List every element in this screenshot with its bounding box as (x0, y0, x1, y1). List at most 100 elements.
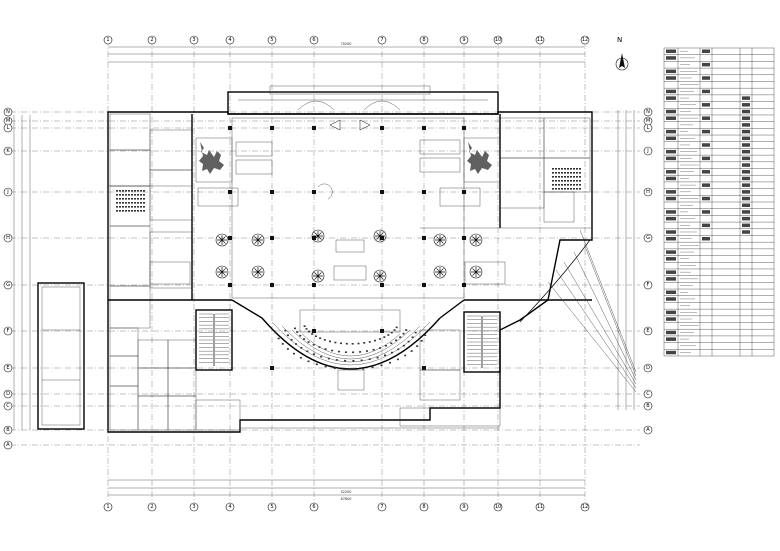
column (380, 126, 384, 130)
seat (143, 190, 145, 192)
dimension-text: 70200 52200 67600 (341, 42, 352, 501)
axis-bubble: H (643, 187, 653, 197)
right-ramp (519, 229, 637, 393)
schedule-code (702, 170, 710, 174)
axis-bubble: 6 (309, 502, 319, 512)
schedule-code (742, 196, 750, 201)
axis-bubble: L (3, 123, 13, 133)
seat (134, 210, 136, 212)
planter (469, 233, 483, 247)
axis-bubble: 6 (309, 35, 319, 45)
axis-bubble: 12 (580, 35, 590, 45)
schedule-code (666, 230, 676, 234)
seat (558, 172, 560, 174)
right-wing-rooms (419, 114, 592, 401)
seat (564, 184, 566, 186)
seat (552, 180, 554, 182)
axis-bubble: A (643, 425, 653, 435)
schedule-code (666, 236, 676, 241)
axis-bubble: F (643, 280, 653, 290)
axis-bubble: G (643, 233, 653, 243)
planter (251, 233, 265, 247)
seat (293, 327, 296, 330)
seat (324, 365, 327, 368)
axis-label: B (6, 427, 10, 433)
garden-left (195, 137, 273, 183)
seat (570, 188, 572, 190)
seat (303, 325, 306, 327)
axis-bubble: J (643, 146, 653, 156)
planter (251, 265, 265, 279)
schedule-code (742, 183, 750, 187)
right-dimension-lines (617, 110, 635, 410)
seat (143, 202, 145, 204)
axis-bubble: G (3, 280, 13, 290)
axis-label: 12 (582, 504, 588, 510)
seat (387, 334, 390, 336)
seat (352, 359, 355, 362)
seat (335, 359, 338, 361)
schedule-code (666, 270, 676, 274)
axis-label: A (6, 442, 10, 448)
axis-bubble: 9 (459, 35, 469, 45)
seat (327, 357, 330, 360)
seat (402, 332, 405, 335)
seat (420, 340, 423, 342)
axis-bubble: B (643, 401, 653, 411)
seat (140, 210, 142, 212)
schedule-code (702, 210, 710, 214)
column (312, 236, 316, 240)
column (380, 236, 384, 240)
column (462, 126, 466, 130)
axis-bubble: E (3, 363, 13, 373)
seat (125, 202, 127, 204)
planter (373, 269, 387, 283)
seat (125, 198, 127, 200)
schedule-code (666, 257, 676, 261)
axis-bubble: H (3, 233, 13, 243)
axis-label: 5 (270, 37, 273, 43)
seat (125, 194, 127, 196)
seat (303, 338, 306, 340)
seat (395, 326, 398, 329)
left-stair (195, 309, 233, 371)
seat (119, 210, 121, 212)
schedule-code (666, 330, 676, 335)
seat (561, 168, 563, 170)
axis-label: 10 (495, 37, 501, 43)
schedule-code (702, 89, 710, 94)
axis-label: 9 (462, 37, 465, 43)
schedule-code (742, 96, 750, 100)
axis-bubble: C (643, 389, 653, 399)
seat (389, 361, 391, 364)
axis-bubble: 4 (225, 502, 235, 512)
schedule-code (742, 123, 750, 127)
axis-bubble: 1 (103, 35, 113, 45)
seat (380, 364, 383, 367)
schedule-code (666, 297, 676, 301)
seat (579, 176, 581, 178)
planter (469, 265, 483, 279)
overall-dimension-bottom-partial: 52200 (341, 490, 352, 494)
seat (564, 176, 566, 178)
north-label: N (617, 36, 623, 44)
axis-label: L (7, 125, 10, 131)
seat (352, 368, 355, 371)
seat (337, 350, 340, 353)
seat (343, 368, 346, 370)
seat (128, 190, 130, 192)
seat (368, 341, 371, 343)
top-dimension-lines (108, 46, 585, 63)
seat (323, 339, 326, 341)
axis-label: G (6, 282, 10, 288)
seat (379, 347, 381, 349)
seat (137, 210, 139, 212)
axis-bubble: B (3, 425, 13, 435)
seat (286, 348, 289, 350)
planter (215, 265, 229, 279)
column (270, 126, 274, 130)
axis-label: 4 (228, 37, 231, 43)
seat (552, 168, 554, 170)
seat (290, 338, 293, 341)
